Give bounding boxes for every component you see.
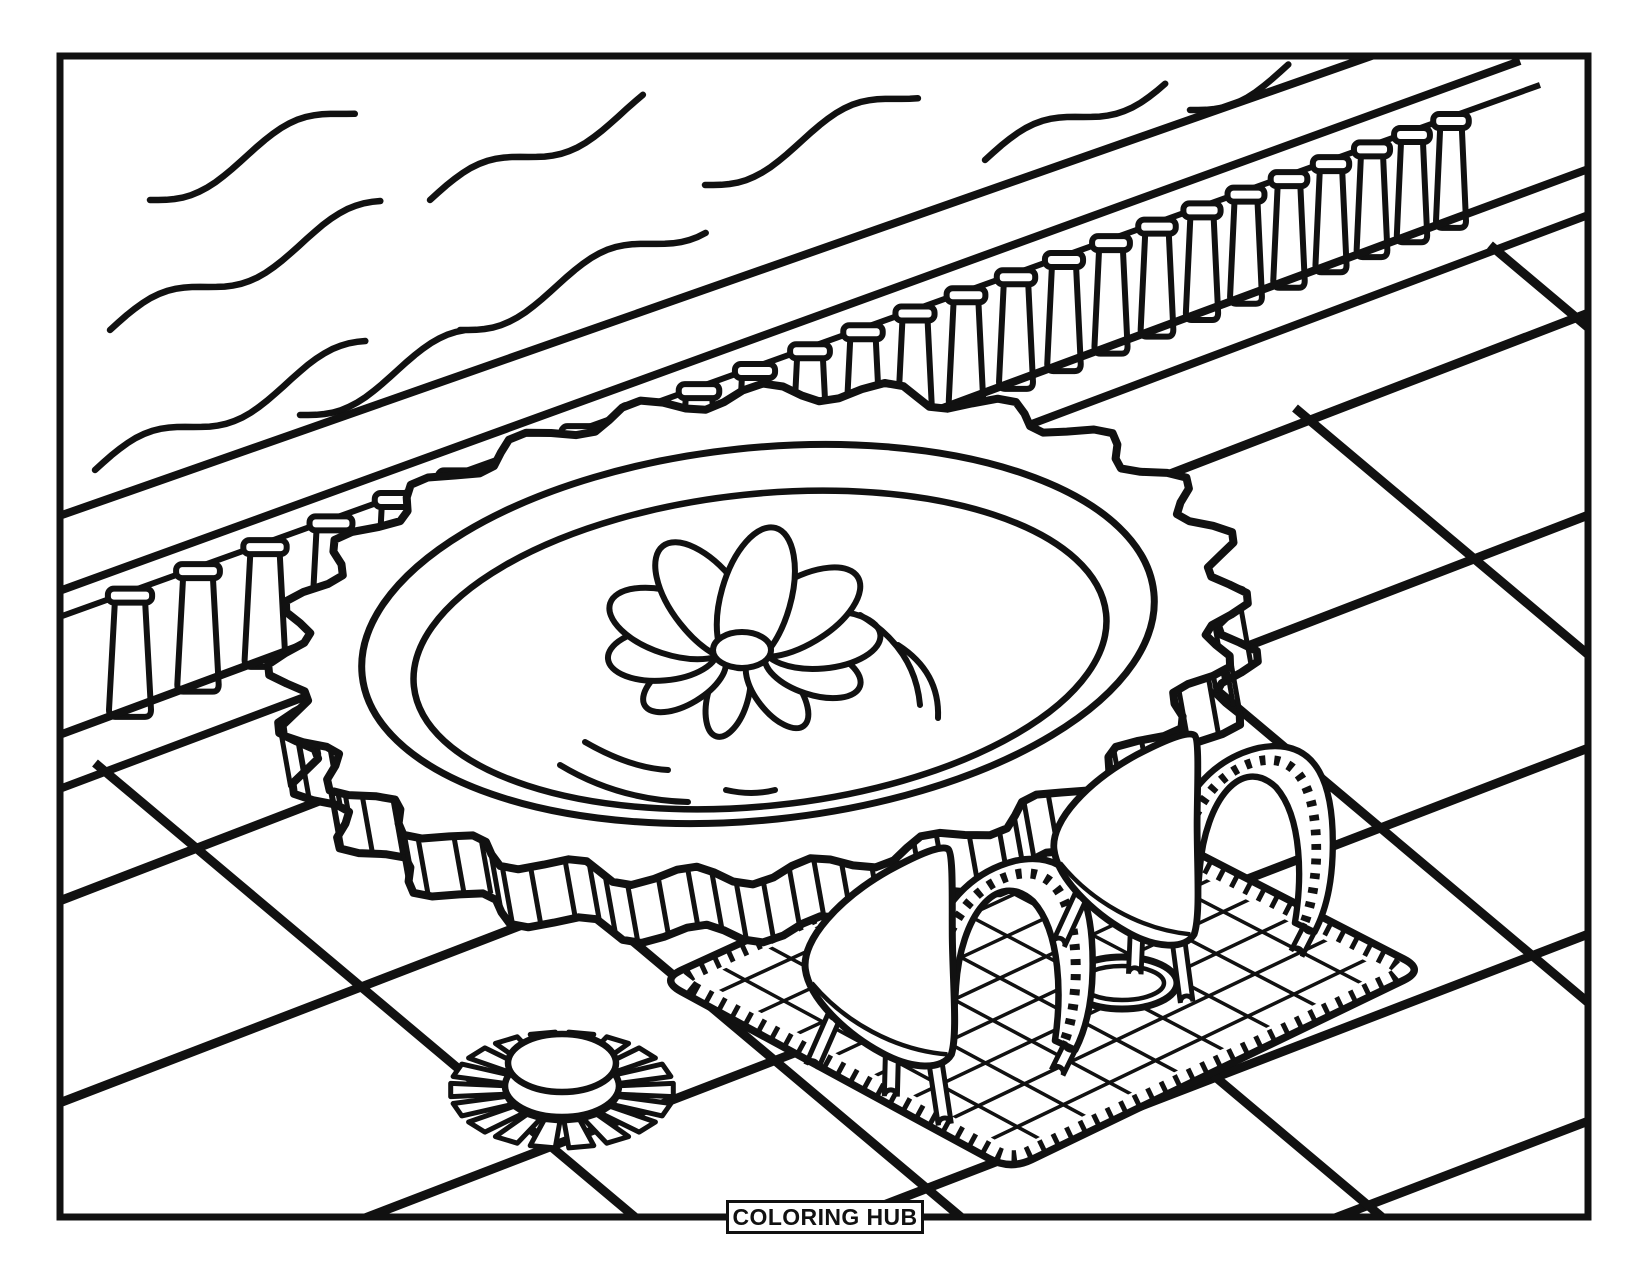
brand-label: COLORING HUB <box>732 1203 918 1230</box>
water-waves <box>91 61 1292 474</box>
fountain-flower <box>604 524 884 740</box>
patio-chair-left <box>801 844 1096 1126</box>
patio-chair-right <box>1050 730 1336 1004</box>
brand-label-box: COLORING HUB <box>726 1200 924 1234</box>
shell-drain-cap <box>448 1029 676 1151</box>
water-ripples <box>557 612 942 805</box>
